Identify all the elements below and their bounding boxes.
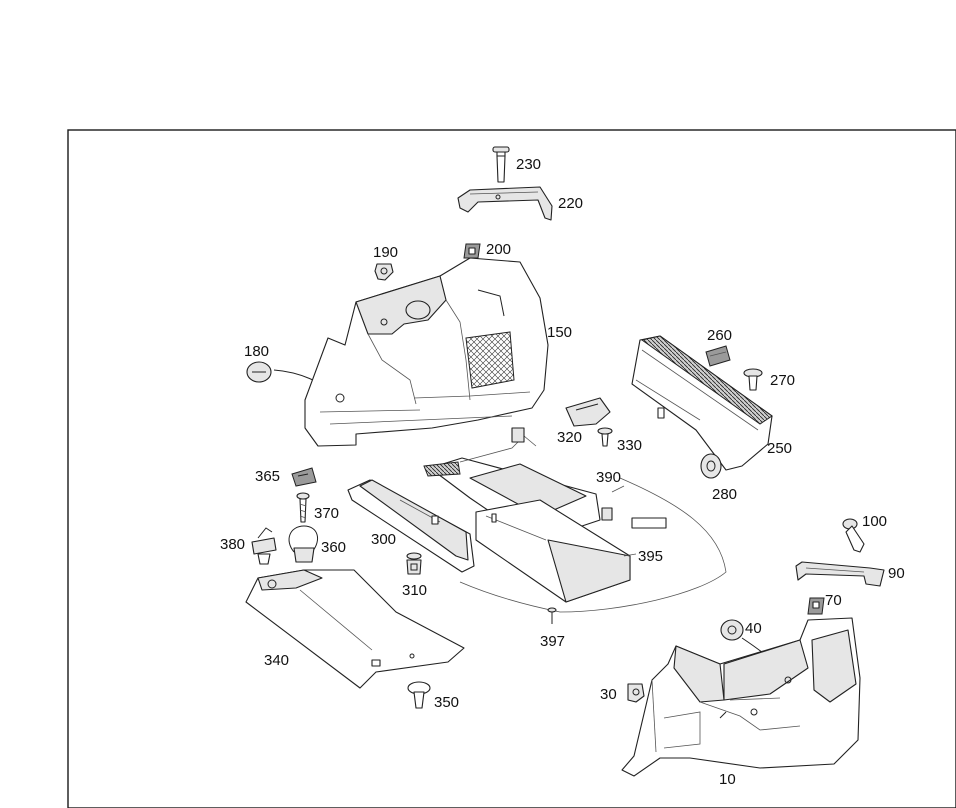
part-395-box-tray[interactable] bbox=[475, 499, 631, 603]
part-260-clip[interactable] bbox=[705, 345, 731, 367]
part-90-trim-strip[interactable] bbox=[795, 561, 885, 587]
label-30: 30 bbox=[600, 686, 617, 703]
part-250-rear-sill-panel[interactable] bbox=[631, 335, 773, 471]
part-380-cover-clip[interactable] bbox=[251, 527, 277, 565]
label-70: 70 bbox=[825, 592, 842, 609]
label-90: 90 bbox=[888, 565, 905, 582]
label-350: 350 bbox=[434, 694, 459, 711]
label-320: 320 bbox=[557, 429, 582, 446]
diagram-frame bbox=[67, 129, 956, 808]
label-310: 310 bbox=[402, 582, 427, 599]
label-100: 100 bbox=[862, 513, 887, 530]
label-190: 190 bbox=[373, 244, 398, 261]
label-395: 395 bbox=[638, 548, 663, 565]
label-40: 40 bbox=[745, 620, 762, 637]
part-270-push-rivet[interactable] bbox=[743, 368, 763, 391]
label-370: 370 bbox=[314, 505, 339, 522]
label-180: 180 bbox=[244, 343, 269, 360]
part-200-clip[interactable] bbox=[463, 243, 481, 259]
label-220: 220 bbox=[558, 195, 583, 212]
part-320-bracket[interactable] bbox=[565, 397, 611, 427]
label-397: 397 bbox=[540, 633, 565, 650]
label-150: 150 bbox=[547, 324, 572, 341]
part-360-tie-down-ring[interactable] bbox=[288, 525, 319, 563]
part-330-bolt[interactable] bbox=[597, 427, 613, 447]
label-280: 280 bbox=[712, 486, 737, 503]
part-300-rail-channel[interactable] bbox=[347, 479, 475, 573]
part-10-right-side-trim[interactable] bbox=[621, 617, 861, 777]
part-340-side-cover[interactable] bbox=[245, 569, 465, 689]
label-340: 340 bbox=[264, 652, 289, 669]
label-365: 365 bbox=[255, 468, 280, 485]
label-250: 250 bbox=[767, 440, 792, 457]
part-310-retainer[interactable] bbox=[406, 552, 422, 575]
label-10: 10 bbox=[719, 771, 736, 788]
part-190-nut[interactable] bbox=[374, 263, 394, 281]
part-365-cap[interactable] bbox=[291, 467, 317, 487]
part-220-trim-strip[interactable] bbox=[457, 186, 553, 221]
label-260: 260 bbox=[707, 327, 732, 344]
label-230: 230 bbox=[516, 156, 541, 173]
leader-lines bbox=[611, 485, 637, 557]
label-390: 390 bbox=[596, 469, 621, 486]
label-330: 330 bbox=[617, 437, 642, 454]
part-100-push-pin[interactable] bbox=[842, 518, 865, 553]
label-200: 200 bbox=[486, 241, 511, 258]
label-380: 380 bbox=[220, 536, 245, 553]
part-370-screw[interactable] bbox=[296, 492, 310, 523]
part-150-left-side-trim[interactable] bbox=[304, 257, 549, 447]
part-70-clip[interactable] bbox=[807, 597, 825, 615]
part-180-cap[interactable] bbox=[246, 361, 337, 397]
part-397-screw[interactable] bbox=[547, 607, 557, 624]
part-350-push-rivet[interactable] bbox=[407, 681, 431, 709]
label-270: 270 bbox=[770, 372, 795, 389]
label-300: 300 bbox=[371, 531, 396, 548]
part-280-retainer[interactable] bbox=[700, 453, 722, 479]
label-360: 360 bbox=[321, 539, 346, 556]
part-labels: 230 220 200 190 150 180 260 270 250 280 … bbox=[220, 156, 905, 788]
part-30-nut[interactable] bbox=[627, 683, 645, 703]
part-230-push-pin[interactable] bbox=[492, 146, 510, 183]
